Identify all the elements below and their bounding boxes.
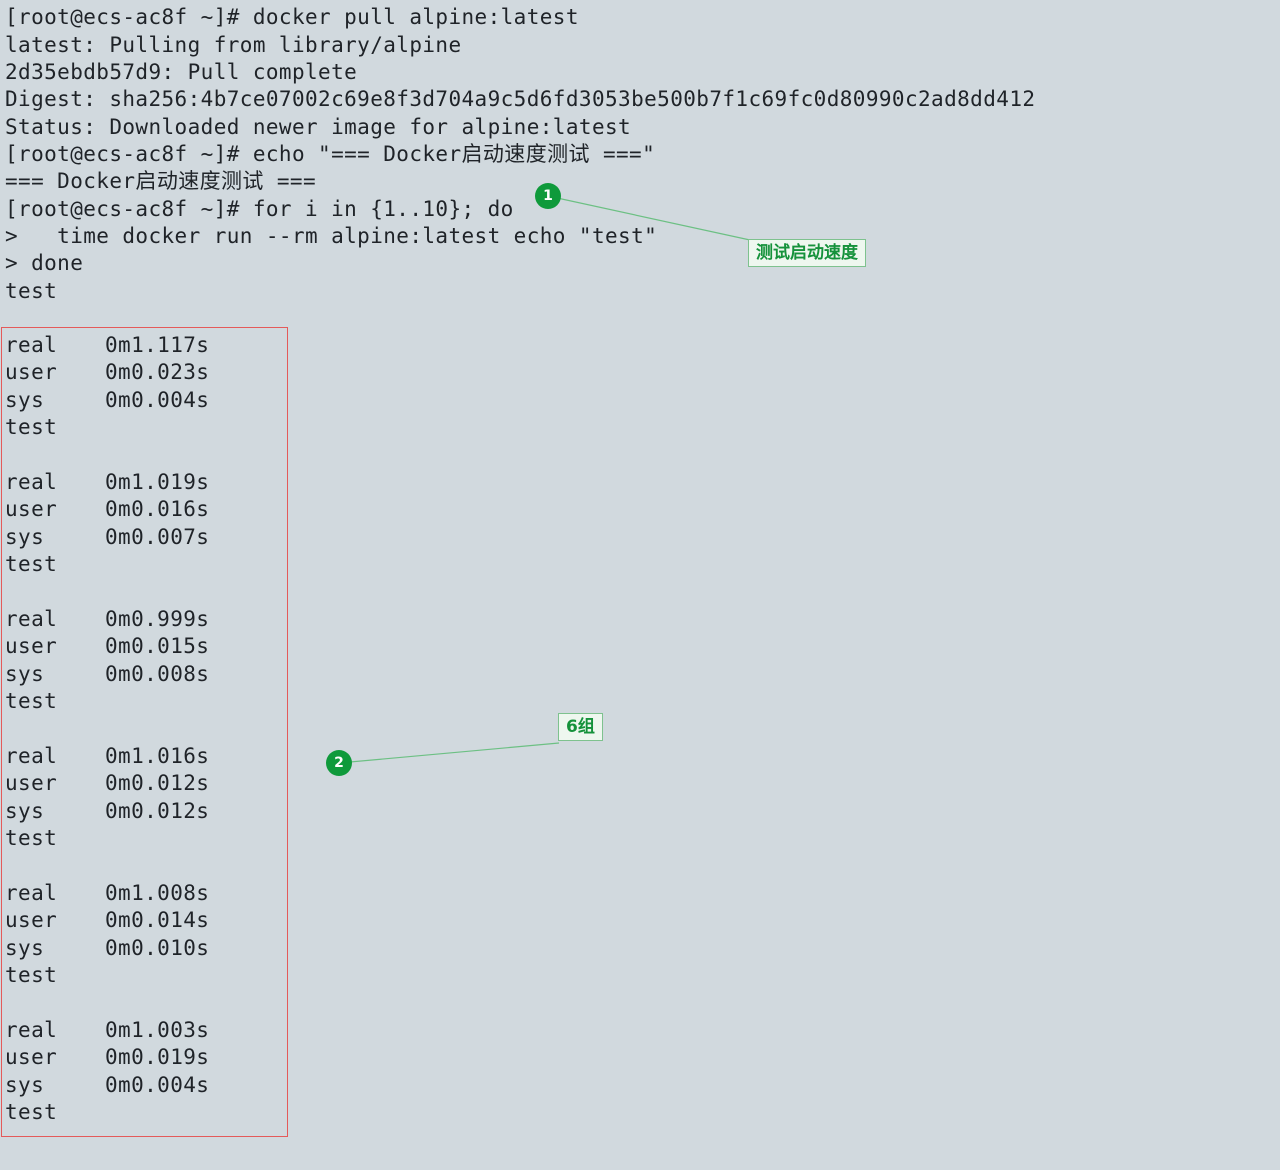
- terminal-line: Status: Downloaded newer image for alpin…: [5, 115, 632, 139]
- timing-value-sys: 0m0.004s: [105, 1073, 210, 1097]
- timing-label-real: real: [5, 470, 58, 494]
- terminal-line: > time docker run --rm alpine:latest ech…: [5, 224, 658, 248]
- terminal-line: test: [5, 279, 58, 303]
- timing-label-user: user: [5, 908, 58, 932]
- timing-label-real: real: [5, 333, 58, 357]
- timing-label-user: user: [5, 1045, 58, 1069]
- terminal-line: === Docker启动速度测试 ===: [5, 169, 317, 193]
- timing-label-sys: sys: [5, 388, 45, 412]
- timing-value-real: 0m1.019s: [105, 470, 210, 494]
- terminal-line: > done: [5, 251, 84, 275]
- timing-value-real: 0m0.999s: [105, 607, 210, 631]
- timing-label-user: user: [5, 634, 58, 658]
- timing-value-user: 0m0.014s: [105, 908, 210, 932]
- annotation-callout-2: 6组: [558, 713, 603, 741]
- timing-label-sys: sys: [5, 1073, 45, 1097]
- timing-value-sys: 0m0.010s: [105, 936, 210, 960]
- timing-value-sys: 0m0.007s: [105, 525, 210, 549]
- test-output: test: [5, 963, 58, 987]
- terminal-line: 2d35ebdb57d9: Pull complete: [5, 60, 358, 84]
- timing-label-real: real: [5, 1018, 58, 1042]
- timing-value-user: 0m0.019s: [105, 1045, 210, 1069]
- timing-value-user: 0m0.023s: [105, 360, 210, 384]
- timing-label-real: real: [5, 607, 58, 631]
- test-output: test: [5, 826, 58, 850]
- annotation-callout-1: 测试启动速度: [748, 239, 866, 267]
- timing-value-user: 0m0.012s: [105, 771, 210, 795]
- annotation-marker-2: 2: [326, 750, 352, 776]
- test-output: test: [5, 1100, 58, 1124]
- terminal-line: [root@ecs-ac8f ~]# docker pull alpine:la…: [5, 5, 579, 29]
- timing-label-sys: sys: [5, 936, 45, 960]
- timing-results-highlight-box: [1, 327, 288, 1137]
- timing-value-user: 0m0.016s: [105, 497, 210, 521]
- timing-value-real: 0m1.117s: [105, 333, 210, 357]
- terminal-line: latest: Pulling from library/alpine: [5, 33, 462, 57]
- timing-label-sys: sys: [5, 525, 45, 549]
- annotation-marker-1: 1: [535, 183, 561, 209]
- timing-label-user: user: [5, 771, 58, 795]
- timing-label-real: real: [5, 744, 58, 768]
- test-output: test: [5, 552, 58, 576]
- test-output: test: [5, 415, 58, 439]
- timing-value-real: 0m1.008s: [105, 881, 210, 905]
- timing-value-sys: 0m0.012s: [105, 799, 210, 823]
- terminal-line: [root@ecs-ac8f ~]# echo "=== Docker启动速度测…: [5, 142, 656, 166]
- timing-label-user: user: [5, 497, 58, 521]
- test-output: test: [5, 689, 58, 713]
- timing-label-user: user: [5, 360, 58, 384]
- timing-label-real: real: [5, 881, 58, 905]
- timing-value-sys: 0m0.008s: [105, 662, 210, 686]
- timing-label-sys: sys: [5, 799, 45, 823]
- terminal-line: [root@ecs-ac8f ~]# for i in {1..10}; do: [5, 197, 514, 221]
- timing-value-real: 0m1.003s: [105, 1018, 210, 1042]
- terminal-line: Digest: sha256:4b7ce07002c69e8f3d704a9c5…: [5, 87, 1036, 111]
- timing-value-sys: 0m0.004s: [105, 388, 210, 412]
- timing-value-user: 0m0.015s: [105, 634, 210, 658]
- timing-value-real: 0m1.016s: [105, 744, 210, 768]
- timing-label-sys: sys: [5, 662, 45, 686]
